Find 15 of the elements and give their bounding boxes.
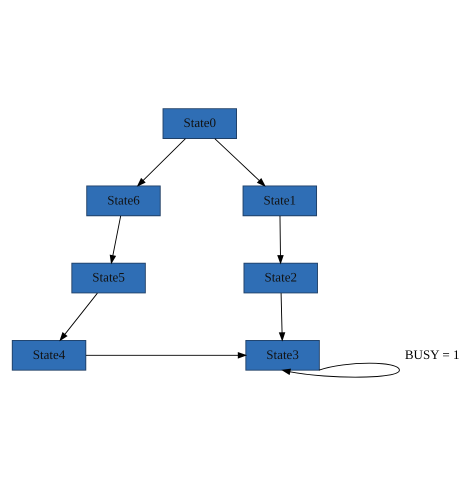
- node-box: State6: [86, 185, 161, 216]
- arrow: [214, 138, 266, 186]
- node-box: State4: [12, 339, 86, 370]
- arrow: [59, 292, 98, 341]
- node-box: State3: [245, 339, 320, 370]
- arrow: [86, 352, 248, 358]
- arrow: [277, 214, 284, 264]
- node-box: State0: [162, 108, 237, 138]
- arrow: [136, 138, 186, 186]
- node-box: State1: [242, 185, 318, 216]
- node-box: State5: [71, 262, 146, 293]
- arrow: [110, 214, 122, 264]
- edge-label: BUSY = 1: [404, 346, 460, 362]
- arrow: [278, 292, 286, 342]
- node-box: State2: [244, 262, 318, 293]
